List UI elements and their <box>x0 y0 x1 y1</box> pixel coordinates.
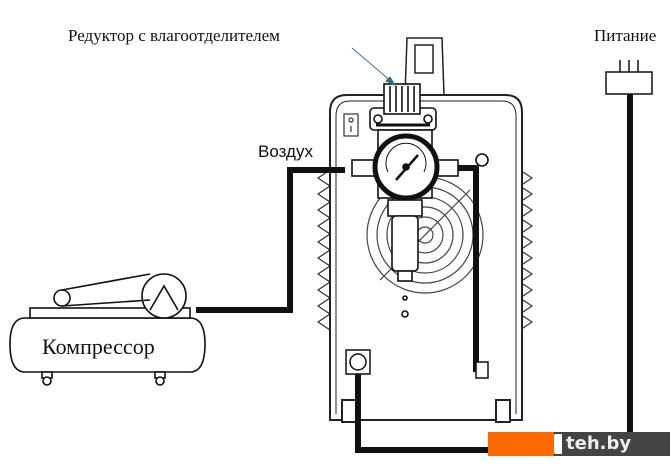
machine-handle <box>404 37 445 96</box>
air-label: Воздух <box>258 142 313 161</box>
output-connector <box>475 361 489 379</box>
regulator-label: Редуктор с влагоотделителем <box>68 26 280 45</box>
power-label: Питание <box>594 26 657 45</box>
air-hose <box>196 167 345 313</box>
ground-connector <box>345 349 371 375</box>
power-switch <box>343 113 359 137</box>
power-plug <box>605 60 653 95</box>
watermark-logo: teh.by <box>488 432 670 456</box>
heatsink-left <box>316 169 332 331</box>
watermark-text: teh.by <box>566 433 632 454</box>
pressure-regulator <box>351 83 489 318</box>
watermark-orange-block <box>488 432 554 456</box>
compressor-drawing <box>9 273 206 386</box>
regulator-pointer-arrow <box>351 47 397 87</box>
output-hose <box>458 165 479 372</box>
watermark-logo-mark <box>554 434 562 454</box>
compressor-label: Компрессор <box>42 334 155 359</box>
